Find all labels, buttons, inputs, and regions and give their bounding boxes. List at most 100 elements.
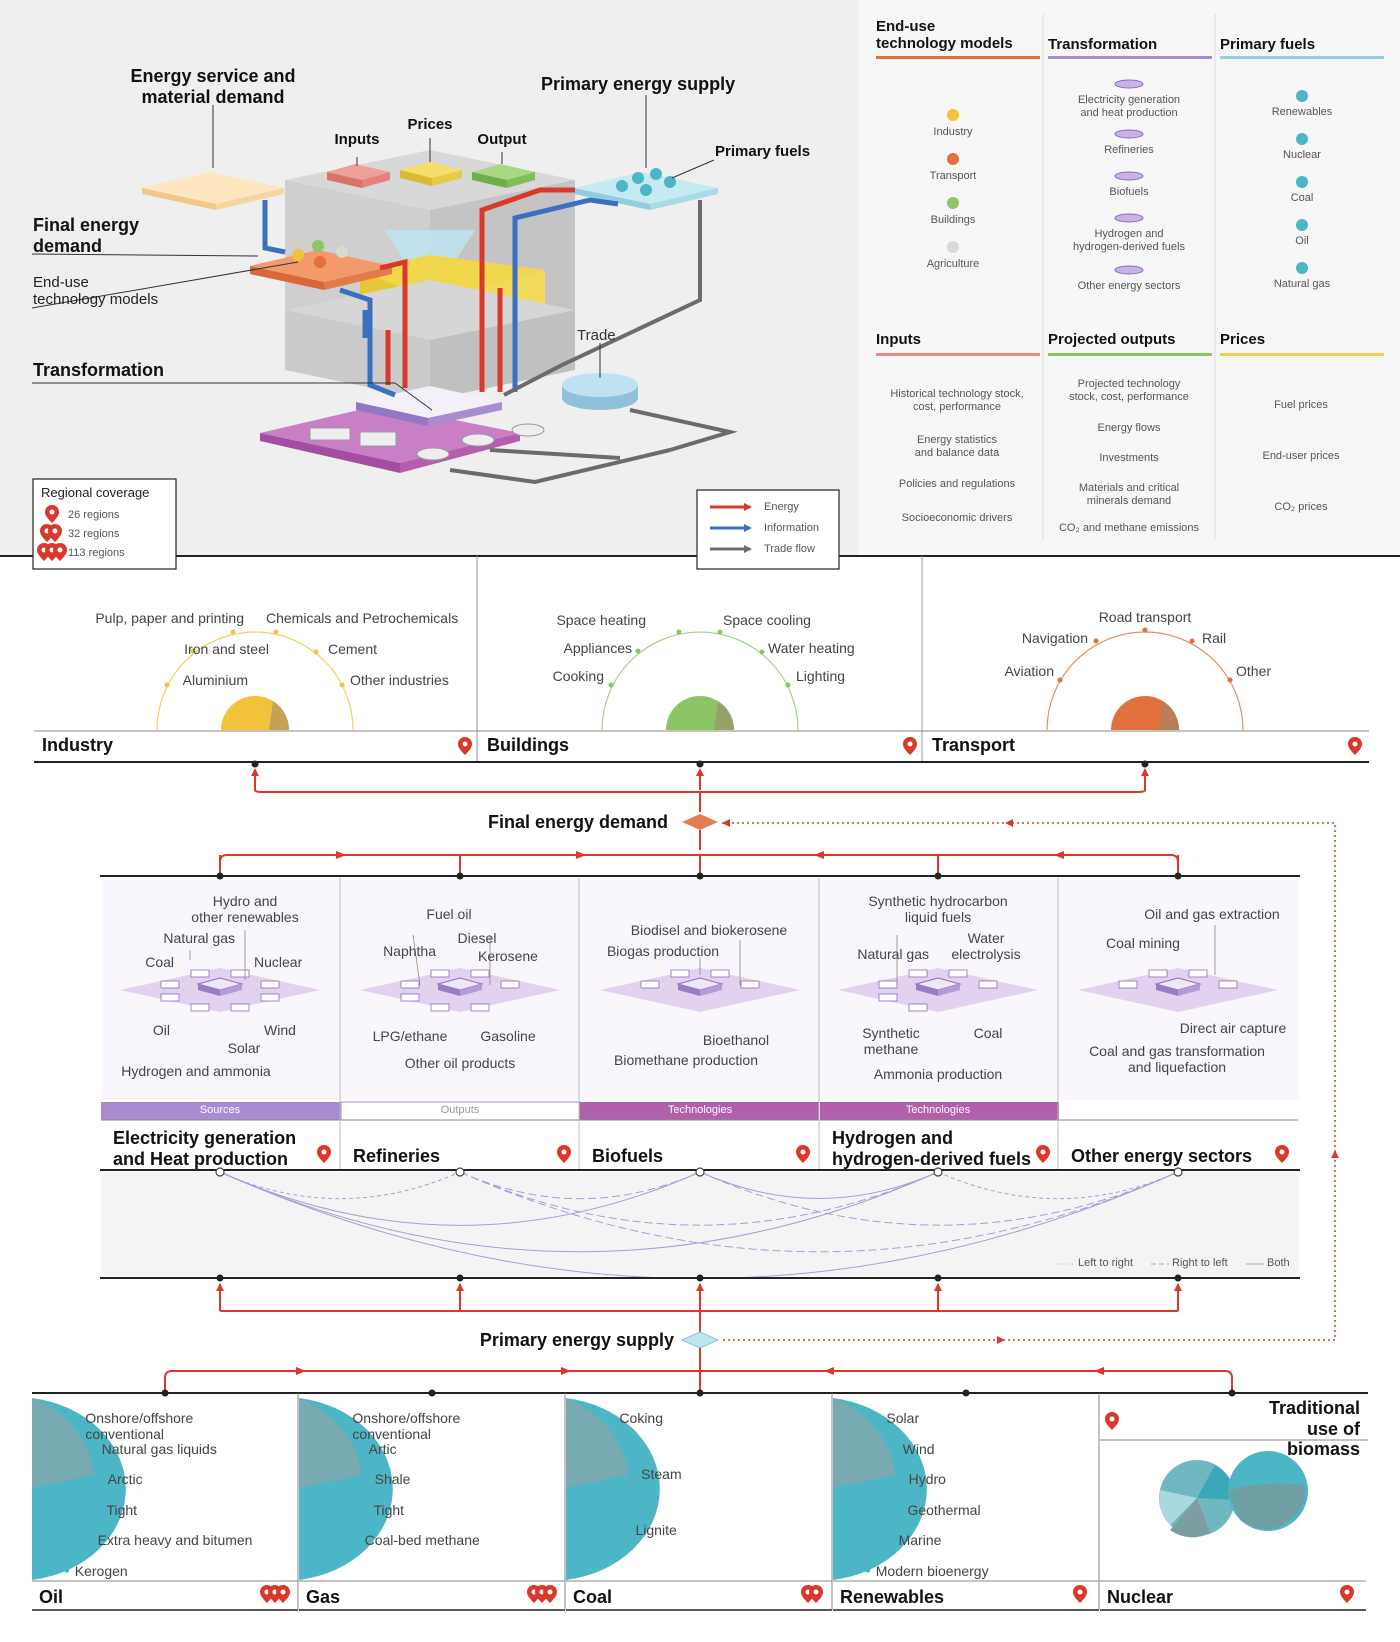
prices-label: Prices xyxy=(407,116,453,133)
information-flow xyxy=(262,200,286,255)
transformation-title: Refineries xyxy=(353,1146,441,1166)
panel-header-inputs: Inputs xyxy=(876,331,921,348)
primary-energy-supply-node xyxy=(680,1331,720,1349)
fuel-title: Oil xyxy=(39,1587,64,1607)
transformation-label: Transformation xyxy=(33,360,165,380)
transformation-item: Biofuels xyxy=(1109,186,1149,198)
transformation-icon xyxy=(1114,265,1144,275)
fuel-item: Coal-bed methane xyxy=(364,1532,480,1548)
transformation-item: Other energy sectors xyxy=(1077,280,1181,292)
transformation-item: Naphtha xyxy=(383,943,436,959)
transformation-item: Diesel xyxy=(457,930,497,946)
region-pins xyxy=(37,505,67,561)
fuel-item: Tight xyxy=(373,1501,405,1518)
fuel-item: Kerogen xyxy=(74,1562,128,1579)
fuel-item: Modern bioenergy xyxy=(875,1562,989,1579)
transformation-icon xyxy=(1114,79,1144,89)
output-item: CO₂ and methane emissions xyxy=(1058,522,1200,534)
fuel-item: Artic xyxy=(368,1440,397,1457)
input-item: Socioeconomic drivers xyxy=(901,512,1013,524)
fuel-title: Renewables xyxy=(840,1587,945,1607)
transformation-item: Biomethane production xyxy=(614,1052,758,1068)
legend-energy: Energy xyxy=(764,501,799,513)
transformation-title: Hydrogen and hydrogen-derived fuels xyxy=(832,1128,1032,1169)
transformation-item: Coal mining xyxy=(1106,935,1180,951)
enduse-item: Industry xyxy=(933,126,973,138)
fuel-item: Natural gas xyxy=(1273,278,1331,290)
trade-label: Trade xyxy=(577,327,616,344)
transformation-item: Nuclear xyxy=(254,954,303,970)
fuel-dot xyxy=(1296,262,1308,274)
transformation-item: Coal xyxy=(973,1025,1003,1041)
band-label: Technologies xyxy=(905,1104,971,1116)
transformation-item: Coal and gas transformation and liquefac… xyxy=(1089,1043,1265,1076)
fuel-item: Coal xyxy=(1290,192,1314,204)
buildings-item: Appliances xyxy=(563,640,633,656)
transformation-item: Hydrogen and ammonia xyxy=(121,1063,271,1079)
isometric-model xyxy=(31,95,738,485)
industry-item: Cement xyxy=(328,641,378,657)
enduse-item: Agriculture xyxy=(926,258,980,270)
enduse-dot xyxy=(947,241,959,253)
region-26: 26 regions xyxy=(68,509,120,521)
transformation-item: Electricity generation and heat producti… xyxy=(1077,94,1181,119)
transformation-item: Fuel oil xyxy=(426,906,472,922)
enduse-item: Buildings xyxy=(930,214,976,226)
panel-header-primary-fuels: Primary fuels xyxy=(1220,36,1316,53)
output-item: Projected technology stock, cost, perfor… xyxy=(1069,378,1189,403)
buildings-item: Lighting xyxy=(796,668,846,684)
transformation-item: Solar xyxy=(227,1040,261,1056)
transformation-item: Natural gas xyxy=(163,930,235,946)
input-item: Energy statistics and balance data xyxy=(914,434,1000,459)
fuel-item: Tight xyxy=(106,1501,138,1518)
legend-both: Both xyxy=(1267,1257,1290,1269)
fuel-item: Arctic xyxy=(107,1471,143,1487)
industry-item: Pulp, paper and printing xyxy=(95,610,244,626)
transformation-icon xyxy=(1114,129,1144,139)
transformation-item: Oil xyxy=(152,1022,170,1038)
transformation-item: Biodisel and biokerosene xyxy=(630,922,788,938)
input-item: Historical technology stock, cost, perfo… xyxy=(890,388,1024,413)
fuel-item: Marine xyxy=(898,1532,942,1548)
industry-item: Other industries xyxy=(350,672,449,688)
fuel-item: Extra heavy and bitumen xyxy=(97,1532,253,1548)
transformation-item: Synthetic hydrocarbon liquid fuels xyxy=(868,893,1008,926)
transformation-item: Gasoline xyxy=(480,1028,536,1044)
transformation-item: Kerosene xyxy=(478,948,538,964)
panel-header-projected-outputs: Projected outputs xyxy=(1048,331,1176,348)
final-energy-demand-label: Final energy demand xyxy=(33,215,140,256)
panel-header-enduse: End-use technology models xyxy=(876,18,1013,53)
band-label: Outputs xyxy=(440,1104,480,1116)
fuel-item: Coking xyxy=(619,1410,664,1426)
legend-right-to-left: Right to left xyxy=(1172,1257,1228,1269)
inputs-label: Inputs xyxy=(334,131,380,148)
transformation-item: Other oil products xyxy=(404,1055,516,1071)
fuel-item: Steam xyxy=(641,1466,682,1482)
transport-item: Other xyxy=(1236,663,1272,679)
sector-title: Industry xyxy=(42,735,114,755)
legend-left-to-right: Left to right xyxy=(1078,1257,1134,1269)
output-item: Materials and critical minerals demand xyxy=(1078,482,1180,507)
primary-energy-supply-label: Primary energy supply xyxy=(541,74,736,94)
panel-header-transformation: Transformation xyxy=(1048,36,1158,53)
primary-energy-supply-title: Primary energy supply xyxy=(479,1330,674,1350)
buildings-item: Cooking xyxy=(552,668,604,684)
fuel-item: Shale xyxy=(374,1471,411,1487)
legend-information: Information xyxy=(764,522,820,534)
fuel-item: Nuclear xyxy=(1283,149,1321,161)
output-item: Investments xyxy=(1099,452,1159,464)
transformation-item: Wind xyxy=(264,1022,296,1038)
transformation-title: Biofuels xyxy=(592,1146,664,1166)
fuel-dot xyxy=(1296,219,1308,231)
enduse-dot xyxy=(947,109,959,121)
sector-title: Buildings xyxy=(487,735,569,755)
band-label: Sources xyxy=(199,1104,241,1116)
transformation-item: LPG/ethane xyxy=(372,1028,448,1044)
transport-item: Road transport xyxy=(1098,609,1192,625)
output-label: Output xyxy=(477,131,527,148)
industry-item: Aluminium xyxy=(182,672,248,688)
panel-background xyxy=(858,0,1400,555)
transformation-item: Bioethanol xyxy=(702,1032,770,1048)
